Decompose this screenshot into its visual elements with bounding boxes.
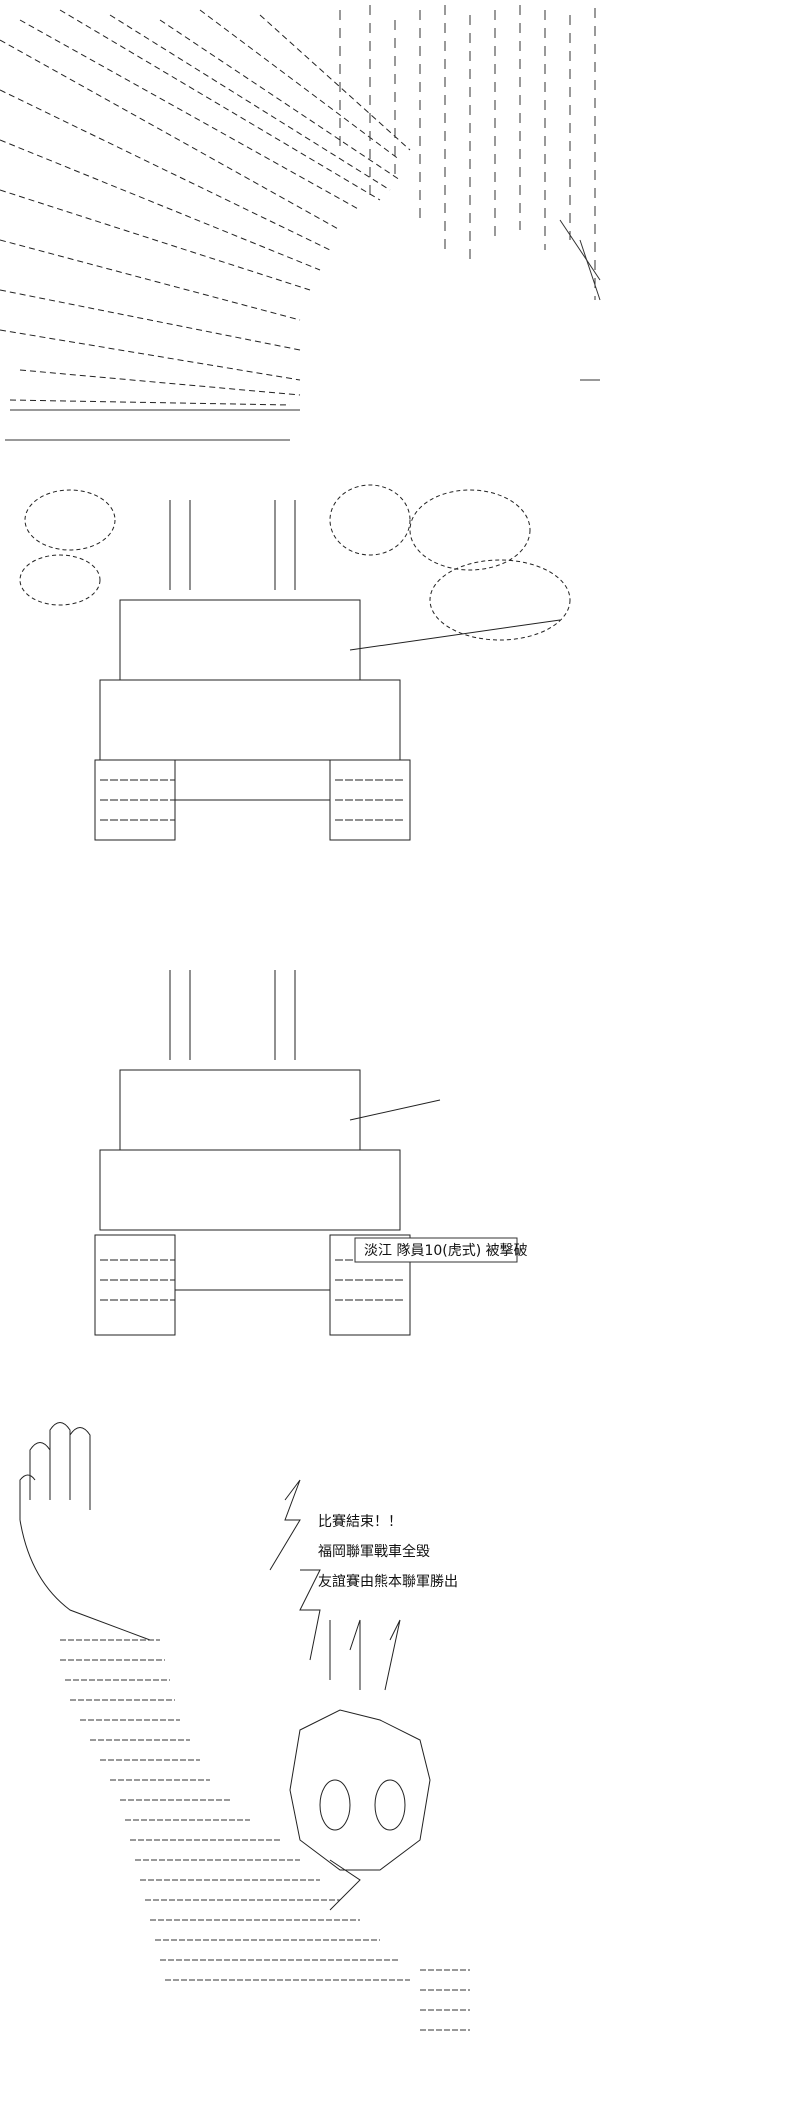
panel-explosion bbox=[0, 0, 800, 460]
announcement-line1: 比賽結束！！ bbox=[318, 1513, 402, 1530]
announcement-line2: 福岡聯軍戰車全毀 bbox=[318, 1543, 430, 1560]
tank-caption-art: 淡江 隊員10(虎式) 被撃破 bbox=[94, 970, 528, 1336]
explosion-art bbox=[0, 5, 601, 441]
announcement-art: 比賽結束！！ 福岡聯軍戰車全毀 友誼賽由熊本聯軍勝出 bbox=[19, 1422, 470, 2031]
panel-tank-smoke bbox=[0, 460, 800, 960]
tank-smoke-art bbox=[19, 484, 571, 841]
panel-tank-caption: 淡江 隊員10(虎式) 被撃破 bbox=[0, 960, 800, 1410]
announcement-line3: 友誼賽由熊本聯軍勝出 bbox=[318, 1573, 458, 1590]
caption-text: 淡江 隊員10(虎式) 被撃破 bbox=[364, 1243, 528, 1259]
panel-announcement: 比賽結束！！ 福岡聯軍戰車全毀 友誼賽由熊本聯軍勝出 bbox=[0, 1410, 800, 2105]
caption-box bbox=[354, 1237, 518, 1263]
